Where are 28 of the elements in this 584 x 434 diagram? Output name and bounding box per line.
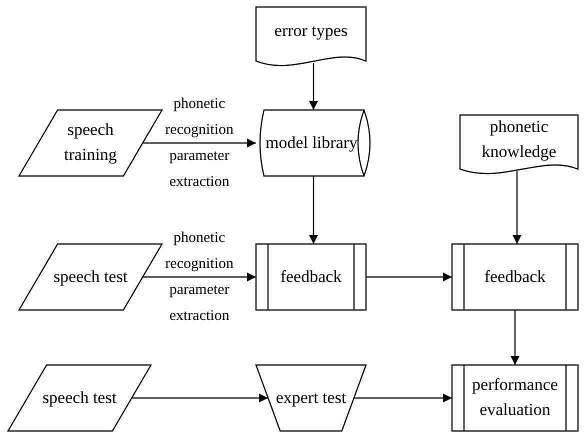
node-label: performance evaluation [471,374,559,421]
predefined-process-box [452,244,578,310]
node-label: phonetic knowledge [480,116,558,163]
arrow [309,63,318,110]
node-label: model library [265,132,358,154]
data-parallelogram [8,365,151,431]
arrow [142,272,256,282]
arrow [309,176,318,244]
arrow [512,171,522,244]
data-parallelogram [19,244,162,310]
arrow [354,394,452,402]
predefined-process-box [452,365,578,431]
arrow [510,310,520,365]
edge-label: phonetic recognition parameter extraction [164,95,234,192]
node-label: error types [274,20,348,42]
node-label: feedback [484,266,546,288]
manual-operation-trapezoid [256,365,366,431]
arrow [142,138,256,148]
node-label: expert test [276,386,346,409]
node-label: speech test [42,386,117,409]
edge-label: phonetic recognition parameter extraction [164,229,234,326]
data-parallelogram [19,110,162,176]
arrow [132,394,268,402]
node-label: speech training [63,119,118,166]
arrow [366,272,452,282]
node-label: feedback [280,266,342,288]
node-label: speech test [53,266,128,288]
predefined-process-box [256,244,366,310]
